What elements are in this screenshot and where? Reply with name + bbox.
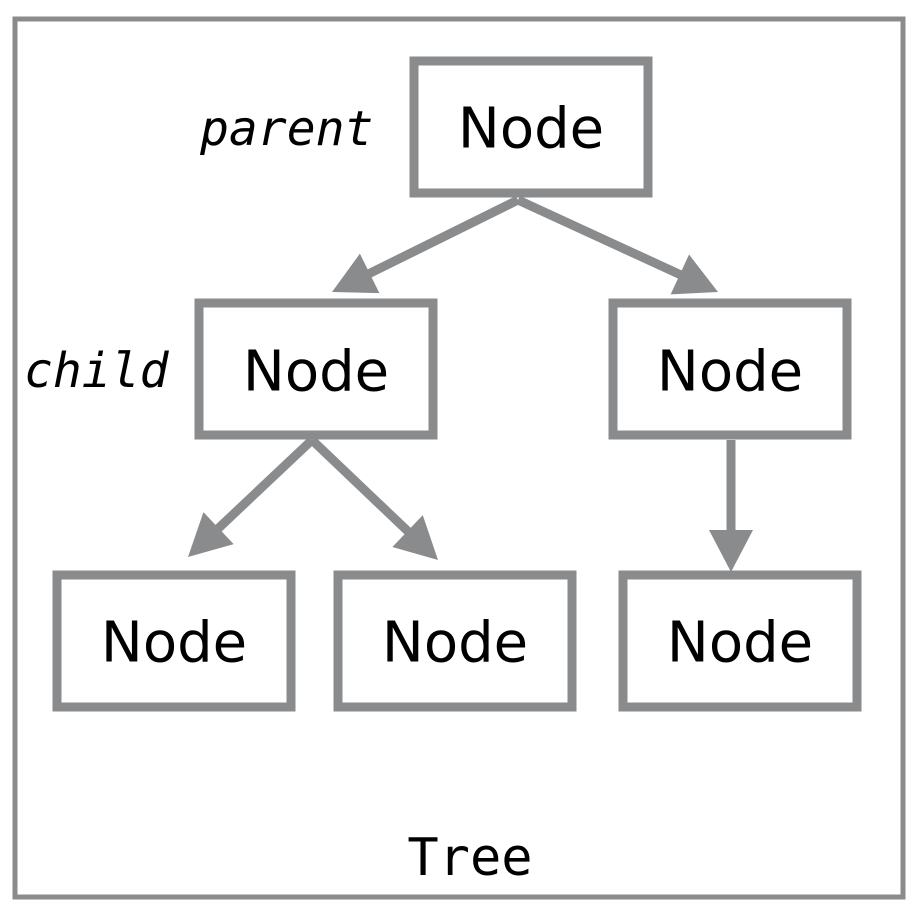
node-right-label: Node (657, 340, 803, 405)
edge-root-right-line (516, 195, 684, 280)
edge-root-right-arrowhead (670, 254, 718, 295)
node-left-left: Node (52, 570, 296, 712)
edge-left-left-right-line (308, 436, 413, 536)
node-root-box (409, 56, 653, 198)
child-label: child (24, 343, 170, 399)
node-left: Node (194, 298, 438, 440)
edge-left-left-left-line (214, 436, 316, 533)
node-right-box (608, 298, 852, 440)
edge-left-left-left-arrowhead (188, 512, 234, 557)
edge-root-left-line (365, 195, 520, 279)
node-left-left-label: Node (101, 611, 247, 676)
parent-label: parent (199, 101, 373, 157)
node-left-right-box (333, 570, 577, 712)
node-right-child-label: Node (667, 611, 813, 676)
node-left-left-box (52, 570, 296, 712)
node-right-child-box (618, 570, 862, 712)
node-root: Node (409, 56, 653, 198)
node-left-right: Node (333, 570, 577, 712)
node-right: Node (608, 298, 852, 440)
node-right-child: Node (618, 570, 862, 712)
edge-root-left-arrowhead (332, 253, 380, 294)
edges (188, 195, 753, 572)
node-left-box (194, 298, 438, 440)
diagram-caption: Tree (407, 828, 532, 888)
diagram-frame (12, 16, 906, 900)
edge-right-child-arrowhead (709, 530, 753, 572)
node-left-label: Node (243, 340, 389, 405)
node-left-right-label: Node (382, 611, 528, 676)
node-root-label: Node (458, 97, 604, 162)
edge-left-left-right-arrowhead (392, 515, 438, 560)
